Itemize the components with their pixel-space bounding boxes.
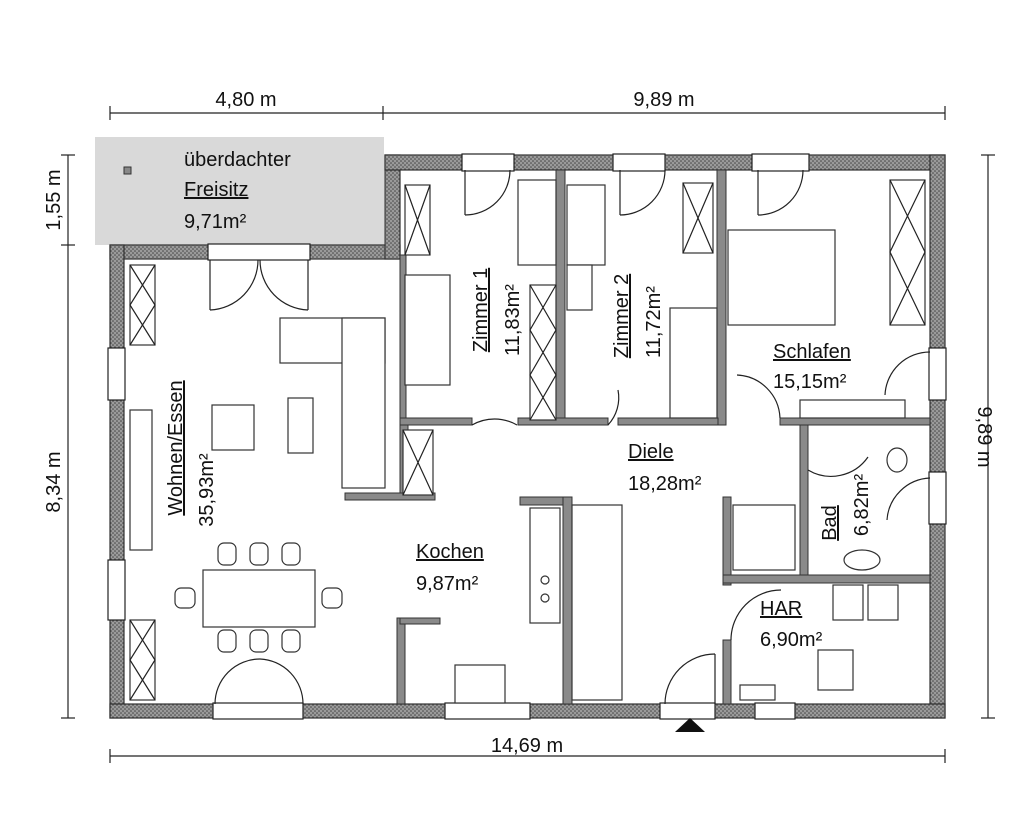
zimmer1-area: 11,83m²	[502, 284, 524, 356]
wohnen-area: 35,93m²	[196, 453, 218, 527]
door-swings	[209, 169, 931, 705]
room-zimmer1: Zimmer 1 11,83m²	[470, 268, 524, 356]
zimmer2-area: 11,72m²	[643, 286, 665, 358]
bad-name: Bad	[819, 505, 841, 541]
dim-top-left: 4,80 m	[215, 89, 276, 111]
entrance-arrow-icon	[675, 718, 705, 732]
room-schlafen: Schlafen 15,15m²	[773, 341, 851, 393]
har-name: HAR	[760, 598, 802, 620]
diele-area: 18,28m²	[628, 473, 702, 495]
diele-name: Diele	[628, 441, 674, 463]
room-kochen: Kochen 9,87m²	[416, 541, 484, 595]
dimension-lines	[61, 106, 995, 763]
kochen-name: Kochen	[416, 541, 484, 563]
room-wohnen: Wohnen/Essen 35,93m²	[165, 380, 218, 526]
windows	[107, 153, 947, 720]
terrace-area	[95, 137, 384, 245]
schlafen-area: 15,15m²	[773, 371, 847, 393]
har-area: 6,90m²	[760, 629, 823, 651]
terrace-label-line1: überdachter	[184, 149, 291, 171]
room-diele: Diele 18,28m²	[628, 441, 702, 495]
room-zimmer2: Zimmer 2 11,72m²	[611, 274, 665, 358]
zimmer1-name: Zimmer 1	[470, 268, 492, 352]
dim-top-right: 9,89 m	[633, 89, 694, 111]
dim-right: 9,89 m	[973, 406, 995, 467]
schlafen-name: Schlafen	[773, 341, 851, 363]
bad-area: 6,82m²	[851, 474, 873, 537]
terrace-post	[123, 166, 132, 175]
wohnen-name: Wohnen/Essen	[165, 380, 187, 515]
dim-bottom: 14,69 m	[491, 735, 563, 757]
terrace-area-label: 9,71m²	[184, 211, 247, 233]
furniture	[129, 179, 926, 704]
terrace-label-line2: Freisitz	[184, 179, 248, 201]
kochen-area: 9,87m²	[416, 573, 479, 595]
dim-left-top: 1,55 m	[43, 169, 65, 230]
zimmer2-name: Zimmer 2	[611, 274, 633, 358]
room-har: HAR 6,90m²	[760, 598, 823, 651]
dim-left-main: 8,34 m	[43, 451, 65, 512]
room-bad: Bad 6,82m²	[819, 474, 873, 541]
